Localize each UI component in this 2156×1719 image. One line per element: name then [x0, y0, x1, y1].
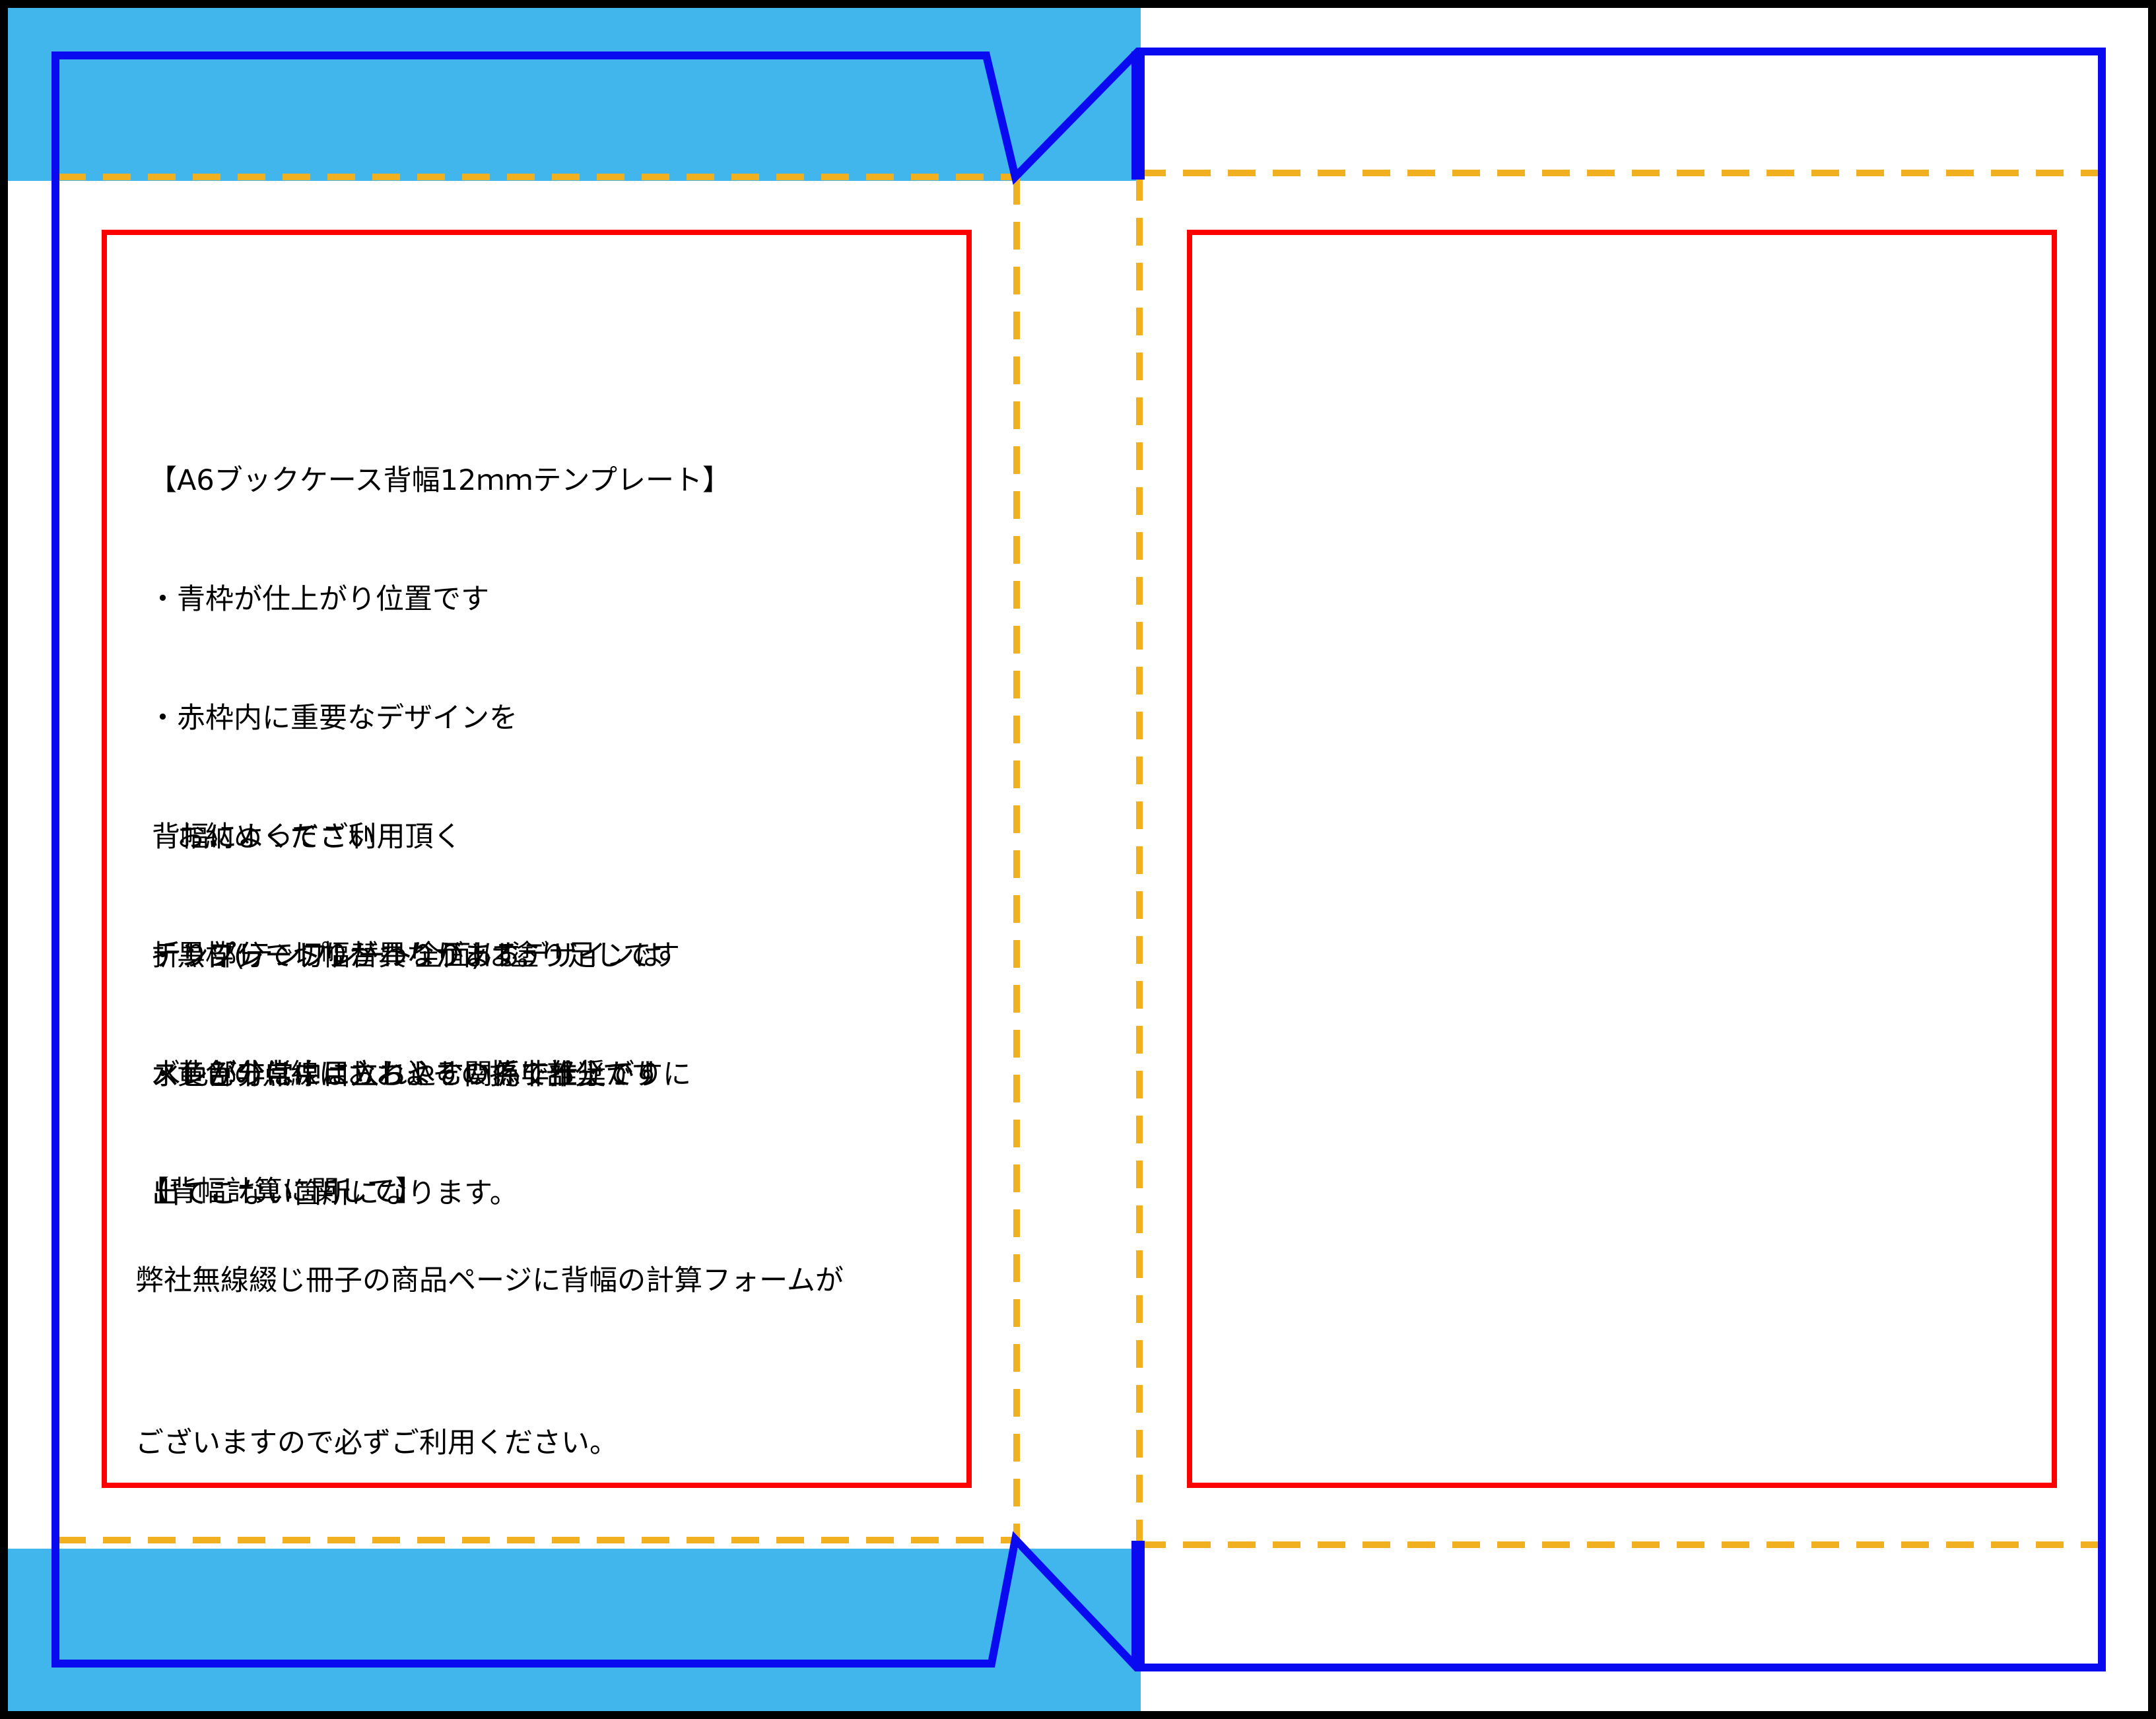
spine-calc-note: 弊社無線綴じ冊子の商品ページに背幅の計算フォームが ございますので必ずご利用くだ… [135, 1145, 844, 1578]
spine-note: 背幅によってご利用頂く テンプレート幅が異なります。 [152, 738, 545, 1055]
rule-item: ・赤枠内に重要なデザインを [149, 702, 518, 735]
rule-item: ・黒枠(テンプレート全面)は塗り足しです [149, 939, 680, 972]
spine-calc-note-line: 弊社無線綴じ冊子の商品ページに背幅の計算フォームが [135, 1264, 844, 1297]
spine-calc-heading: 【背幅計算に関して】 [141, 1093, 424, 1291]
spine-note-line: テンプレート幅が異なります。 [152, 939, 546, 972]
rule-item: お納めください [149, 821, 376, 854]
hidden-area-note-line: 出てこない箇所になります。 [152, 1177, 518, 1210]
hidden-area-note-line: 水色部分は中に入れ込む関係で仕上がりに [152, 1058, 691, 1091]
fold-note-line: 折り部分で切り替わりがあるデザインは [152, 939, 663, 972]
hidden-area-bottom [5, 1549, 1141, 1714]
spine-calc-note-line: ございますので必ずご利用ください。 [135, 1427, 618, 1460]
fold-note-line: ズレが非常に目立ちやすい為非推奨です [152, 1058, 663, 1091]
spine-note-line: 背幅によってご利用頂く [152, 821, 462, 854]
hidden-area-note: 水色部分は中に入れ込む関係で仕上がりに 出てこない箇所になります。 [152, 976, 691, 1293]
fold-note: 折り部分で切り替わりがあるデザインは ズレが非常に目立ちやすい為非推奨です [152, 857, 663, 1174]
template-title-text: 【A6ブックケース背幅12ｍｍテンプレート】 [149, 464, 731, 497]
rule-item: ・青枠が仕上がり位置です [149, 583, 489, 616]
fold-lines [58, 170, 2103, 1548]
rules-list: ・青枠が仕上がり位置です ・赤枠内に重要なデザインを お納めください ・黒枠(テ… [149, 500, 680, 1174]
safe-area-front [102, 230, 972, 1488]
hidden-area-top [5, 5, 1141, 181]
trim-frame [51, 48, 2106, 1671]
spine-calc-heading-text: 【背幅計算に関して】 [141, 1175, 424, 1208]
template-title: 【A6ブックケース背幅12ｍｍテンプレート】 [149, 382, 731, 580]
rule-item: ・黄色の点線はおおよその折り部分です [149, 1058, 659, 1091]
safe-area-back [1187, 230, 2057, 1488]
